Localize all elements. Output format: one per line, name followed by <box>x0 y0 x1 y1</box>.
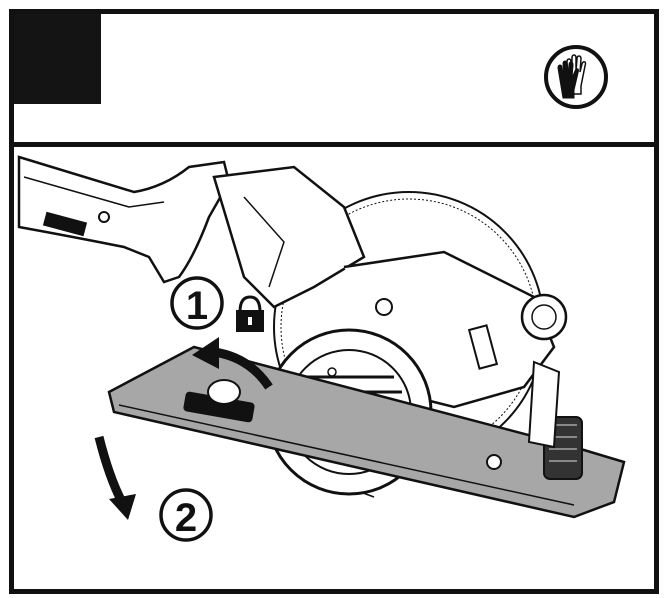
callout-2: 2 <box>159 488 213 542</box>
gloves-icon <box>544 45 608 109</box>
instruction-panel: 1 2 <box>9 9 659 594</box>
callout-1-text: 1 <box>186 284 208 328</box>
saw-illustration: 1 2 <box>17 155 626 542</box>
callout-2-text: 2 <box>175 496 197 540</box>
down-arrow <box>94 435 136 520</box>
saw-body <box>212 165 568 409</box>
bevel-knob <box>527 360 583 480</box>
rotate-arrow <box>192 337 273 390</box>
saw-handle <box>17 155 231 284</box>
step-number-box <box>14 14 101 104</box>
panel-header <box>14 14 654 147</box>
callout-1: 1 <box>170 276 224 330</box>
depth-lever <box>183 379 255 423</box>
lock-icon <box>236 295 264 332</box>
